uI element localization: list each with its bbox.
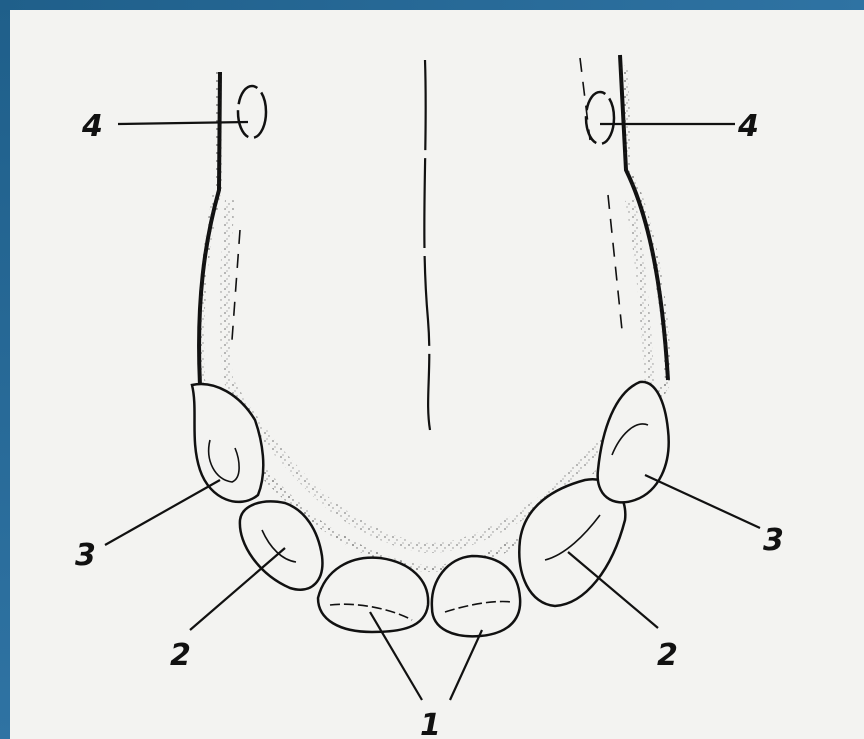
label-4-left: 4 [81, 109, 103, 144]
tooth-central-left [318, 558, 428, 632]
label-4-right: 4 [737, 109, 759, 144]
label-3-left: 3 [75, 538, 96, 573]
foramen-left [238, 86, 266, 138]
tooth-corner-left [192, 384, 263, 502]
tooth-corner-right [598, 382, 669, 502]
midline-raphe [424, 60, 430, 430]
foramen-right [586, 92, 614, 144]
tooth-central-right [432, 556, 520, 636]
label-3-right: 3 [763, 523, 784, 558]
label-2-left: 2 [170, 638, 191, 673]
label-2-right: 2 [657, 638, 678, 673]
label-1: 1 [420, 708, 441, 739]
